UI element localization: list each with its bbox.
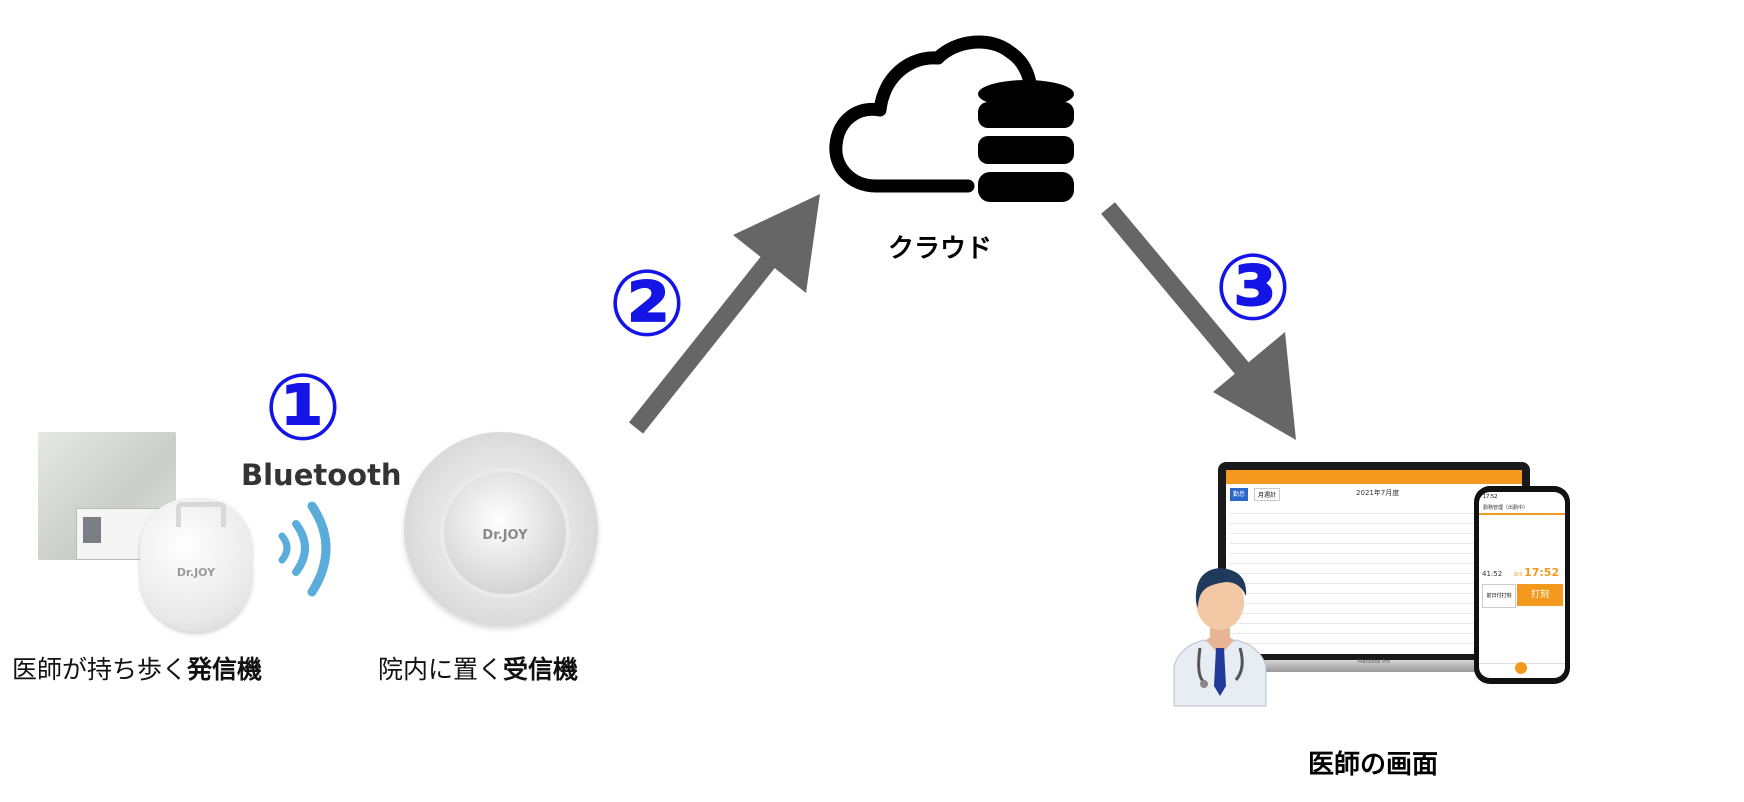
- step-1-number: ①: [264, 354, 342, 461]
- laptop-app-header: [1226, 470, 1522, 484]
- step-2-number: ②: [608, 250, 686, 357]
- transmitter-photo: Dr.JOY: [38, 432, 268, 632]
- smartphone: 17:52 勤務管理（出勤中） 41:52 8/3 17:52 前日付打刻 打刻: [1474, 486, 1570, 684]
- receiver-brand: Dr.JOY: [482, 528, 528, 543]
- phone-header: 勤務管理（出勤中）: [1479, 502, 1565, 515]
- phone-clock-big: 17:52: [1524, 566, 1560, 579]
- cloud-label: クラウド: [888, 234, 993, 264]
- phone-home-button[interactable]: [1515, 662, 1527, 674]
- bluetooth-label: Bluetooth: [241, 458, 402, 492]
- laptop-tab-monthly: 月週計: [1254, 488, 1281, 501]
- phone-status-time: 17:52: [1483, 494, 1498, 500]
- phone-clock-small: 41:52: [1482, 570, 1503, 578]
- phone-prev-day-button[interactable]: 前日付打刻: [1482, 584, 1516, 608]
- laptop-month-title: 2021年7月度: [1356, 489, 1400, 497]
- phone-punch-button[interactable]: 打刻: [1517, 584, 1563, 606]
- laptop-tab-attendance: 勤怠: [1230, 488, 1249, 501]
- receiver-device: Dr.JOY: [404, 432, 598, 626]
- step-3-number: ③: [1214, 234, 1292, 341]
- receiver-center: Dr.JOY: [440, 468, 570, 598]
- doctor-screen-caption: 医師の画面: [1308, 750, 1439, 780]
- phone-clock-row: 41:52 8/3 17:52: [1482, 566, 1562, 579]
- transmitter-caption: 医師が持ち歩く発信機: [12, 655, 263, 684]
- phone-tab-bar: [1479, 662, 1565, 678]
- laptop-model-label: MacBook Pro: [1357, 659, 1391, 665]
- receiver-caption: 院内に置く受信機: [378, 655, 579, 684]
- transmitter-tag: Dr.JOY: [140, 498, 252, 632]
- badge-photo: [83, 517, 101, 543]
- phone-date: 8/3: [1514, 572, 1523, 578]
- laptop-base: MacBook Pro: [1208, 659, 1540, 672]
- laptop-table: [1230, 504, 1518, 650]
- bluetooth-waves-icon: [278, 501, 331, 597]
- transmitter-brand: Dr.JOY: [176, 566, 216, 579]
- laptop-tabs: 勤怠 月週計 2021年7月度: [1226, 484, 1522, 501]
- doctor-avatar-icon: [1173, 568, 1267, 707]
